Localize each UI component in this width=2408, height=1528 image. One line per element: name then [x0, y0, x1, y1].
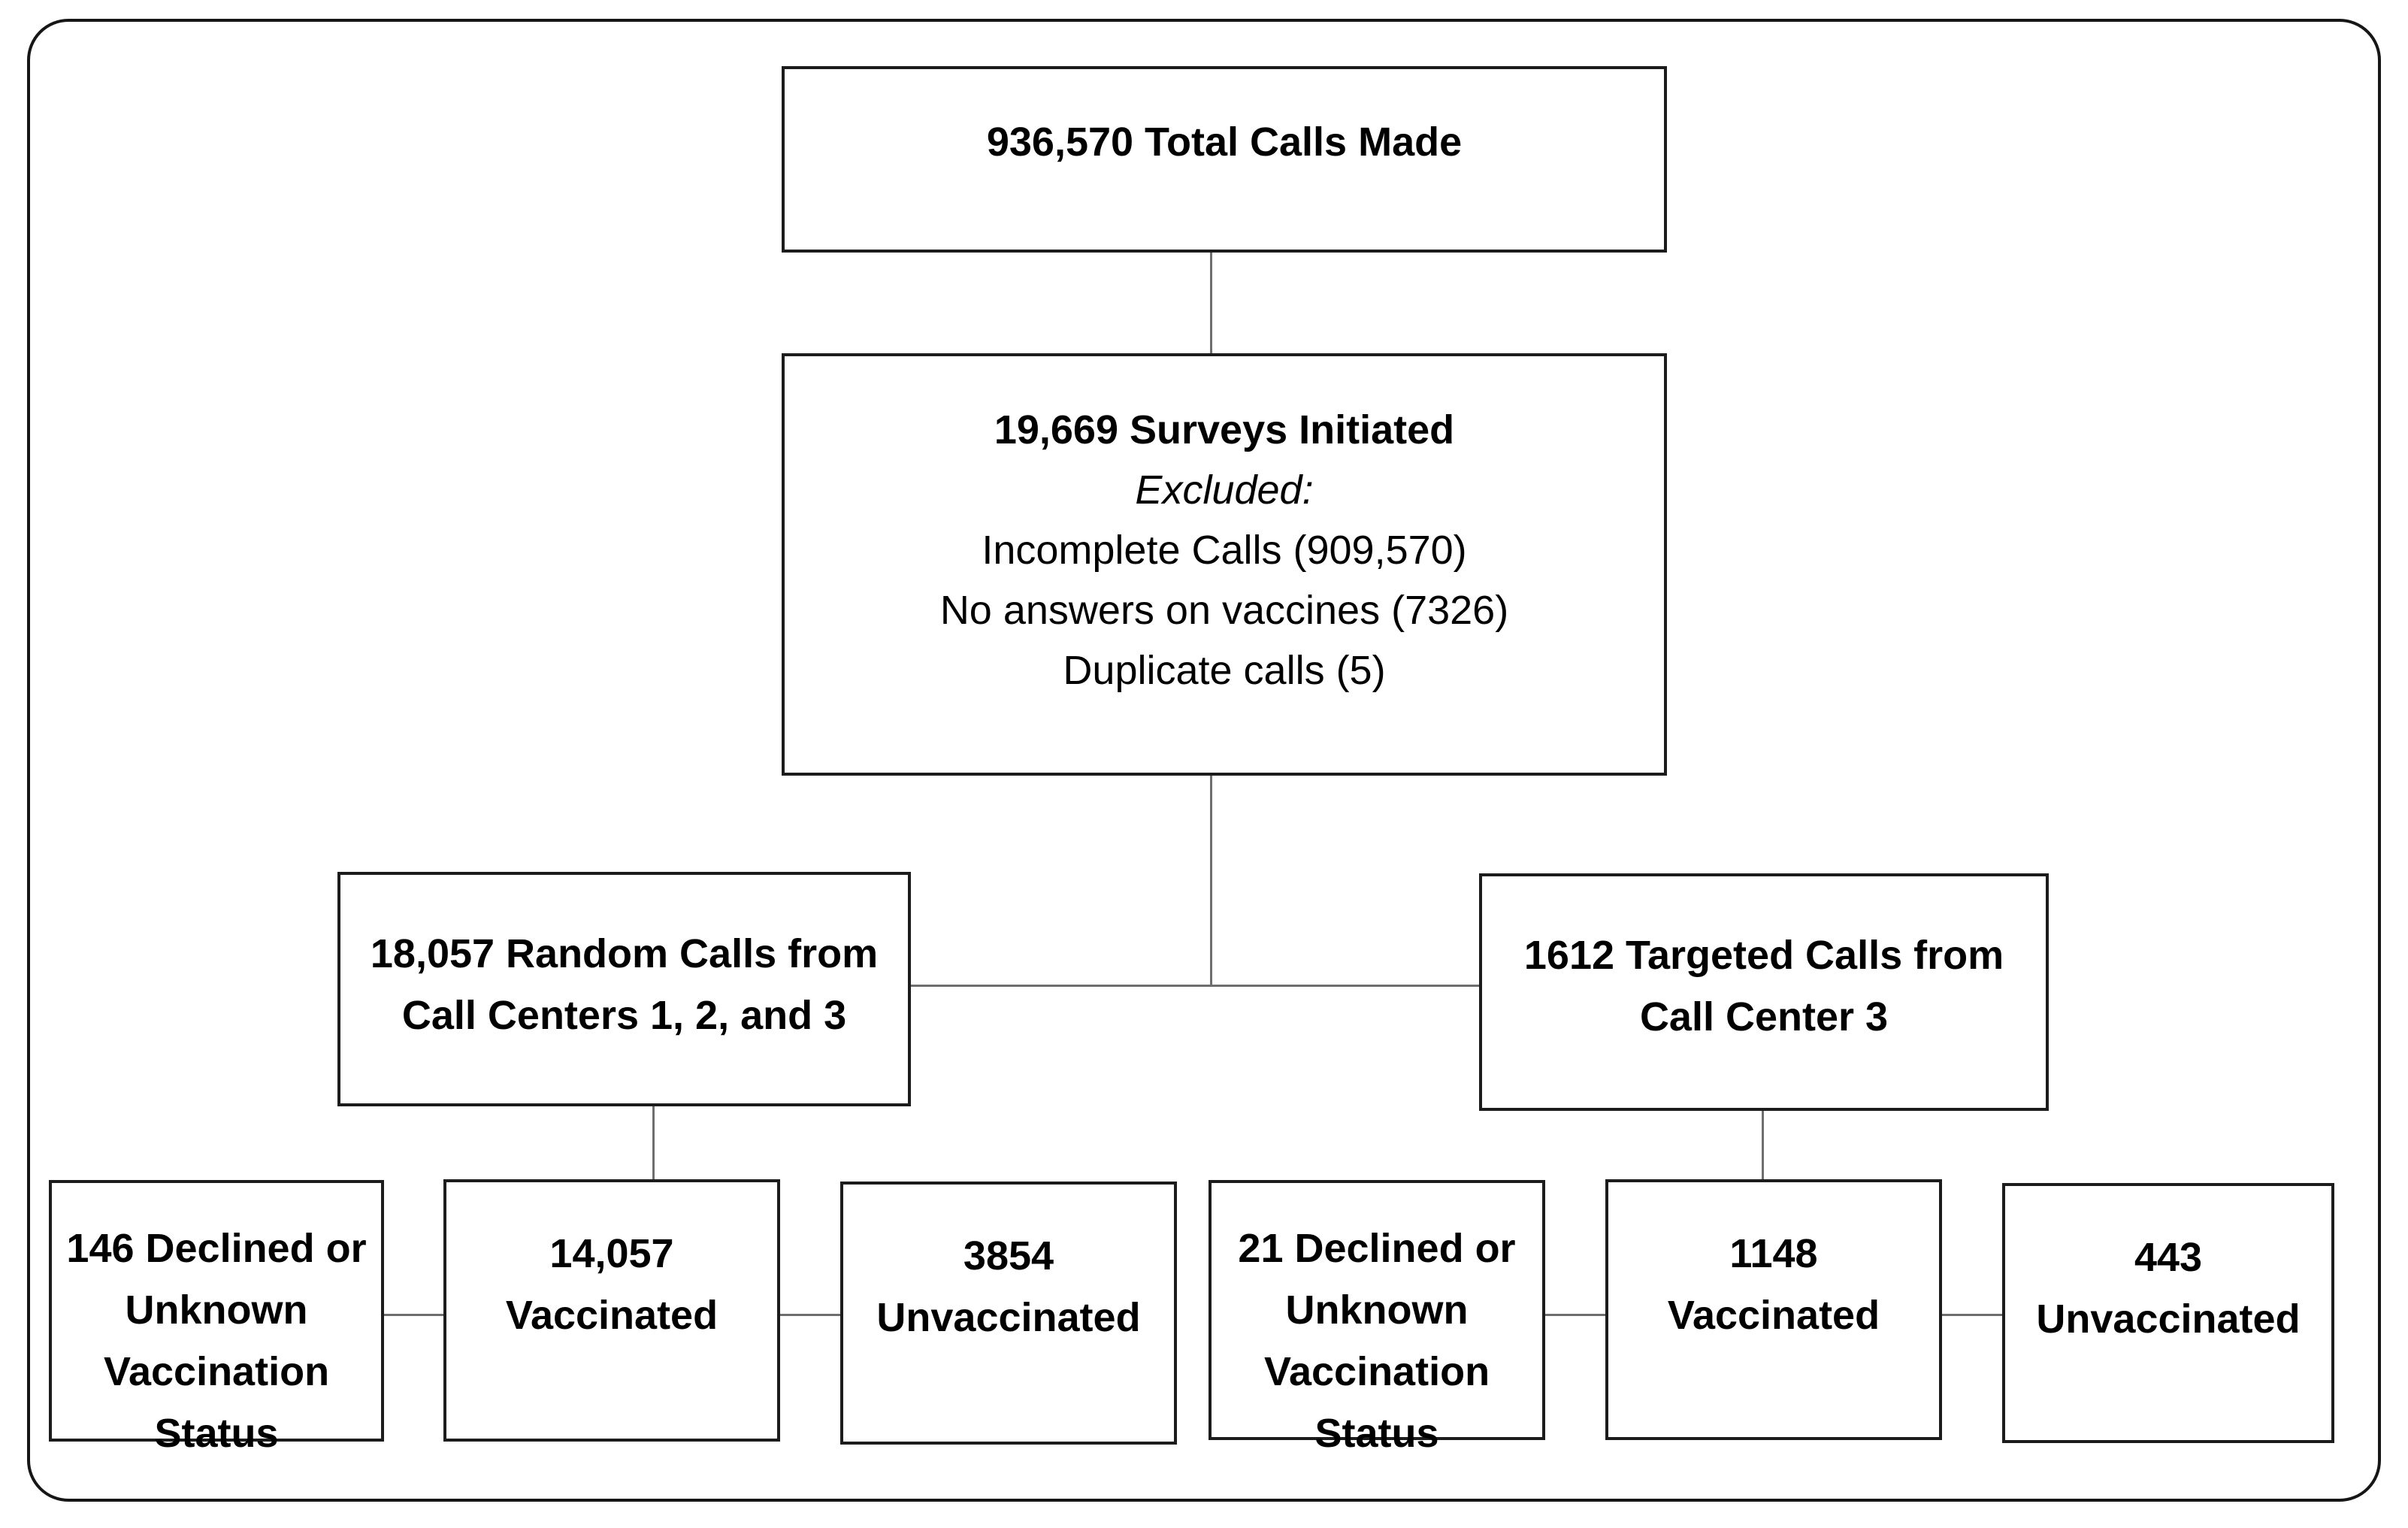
surveys-initiated-title: 19,669 Surveys Initiated: [994, 407, 1455, 452]
connector-targeted-declined-vaccinated: [1545, 1314, 1605, 1316]
targeted-vaccinated-box: 1148 Vaccinated: [1605, 1179, 1942, 1440]
targeted-vaccinated-count: 1148: [1729, 1231, 1818, 1276]
random-unvaccinated-box: 3854 Unvaccinated: [840, 1182, 1177, 1445]
exclusion-no-answers: No answers on vaccines (7326): [939, 588, 1509, 633]
targeted-declined-line4: Status: [1314, 1411, 1439, 1456]
targeted-unvaccinated-count: 443: [2134, 1235, 2203, 1280]
connector-random-declined-vaccinated: [384, 1314, 443, 1316]
random-calls-line1: 18,057 Random Calls from: [370, 931, 879, 976]
total-calls-label: 936,570 Total Calls Made: [986, 120, 1463, 165]
excluded-heading: Excluded:: [1135, 467, 1314, 513]
total-calls-box: 936,570 Total Calls Made: [782, 66, 1667, 253]
connector-random-vaccinated-unvaccinated: [780, 1314, 840, 1316]
targeted-calls-line1: 1612 Targeted Calls from: [1523, 933, 2004, 978]
random-unvaccinated-count: 3854: [963, 1233, 1054, 1278]
random-declined-line2: Unknown: [125, 1287, 308, 1333]
targeted-vaccinated-label: Vaccinated: [1667, 1293, 1880, 1338]
connector-targeted-vaccinated-unvaccinated: [1942, 1314, 2002, 1316]
targeted-calls-box: 1612 Targeted Calls from Call Center 3: [1479, 873, 2049, 1111]
surveys-initiated-box: 19,669 Surveys Initiated Excluded: Incom…: [782, 353, 1667, 776]
random-calls-line2: Call Centers 1, 2, and 3: [401, 993, 847, 1038]
random-declined-line4: Status: [154, 1411, 279, 1456]
random-declined-unknown-box: 146 Declined or Unknown Vaccination Stat…: [49, 1180, 384, 1456]
exclusion-incomplete-calls: Incomplete Calls (909,570): [982, 528, 1467, 573]
targeted-calls-line2: Call Center 3: [1639, 994, 1889, 1039]
random-vaccinated-box: 14,057 Vaccinated: [443, 1179, 780, 1442]
random-declined-line3: Vaccination: [103, 1349, 330, 1394]
exclusion-duplicate-calls: Duplicate calls (5): [1063, 648, 1386, 693]
random-declined-line1: 146 Declined or: [66, 1226, 367, 1271]
targeted-declined-line1: 21 Declined or: [1238, 1226, 1516, 1271]
targeted-declined-line2: Unknown: [1285, 1287, 1469, 1333]
targeted-unvaccinated-label: Unvaccinated: [2036, 1297, 2301, 1342]
targeted-declined-unknown-box: 21 Declined or Unknown Vaccination Statu…: [1209, 1180, 1545, 1456]
connector-targeted-to-vaccinated: [1762, 1111, 1764, 1179]
random-calls-box: 18,057 Random Calls from Call Centers 1,…: [337, 872, 911, 1106]
random-unvaccinated-label: Unvaccinated: [876, 1295, 1141, 1340]
connector-branch-horizontal: [911, 985, 1479, 987]
random-vaccinated-count: 14,057: [549, 1231, 674, 1276]
connector-total-to-surveys: [1210, 253, 1212, 353]
random-vaccinated-label: Vaccinated: [505, 1293, 718, 1338]
targeted-declined-line3: Vaccination: [1263, 1349, 1490, 1394]
targeted-unvaccinated-box: 443 Unvaccinated: [2002, 1183, 2334, 1443]
connector-surveys-stem: [1210, 776, 1212, 987]
connector-random-to-vaccinated: [652, 1106, 655, 1180]
